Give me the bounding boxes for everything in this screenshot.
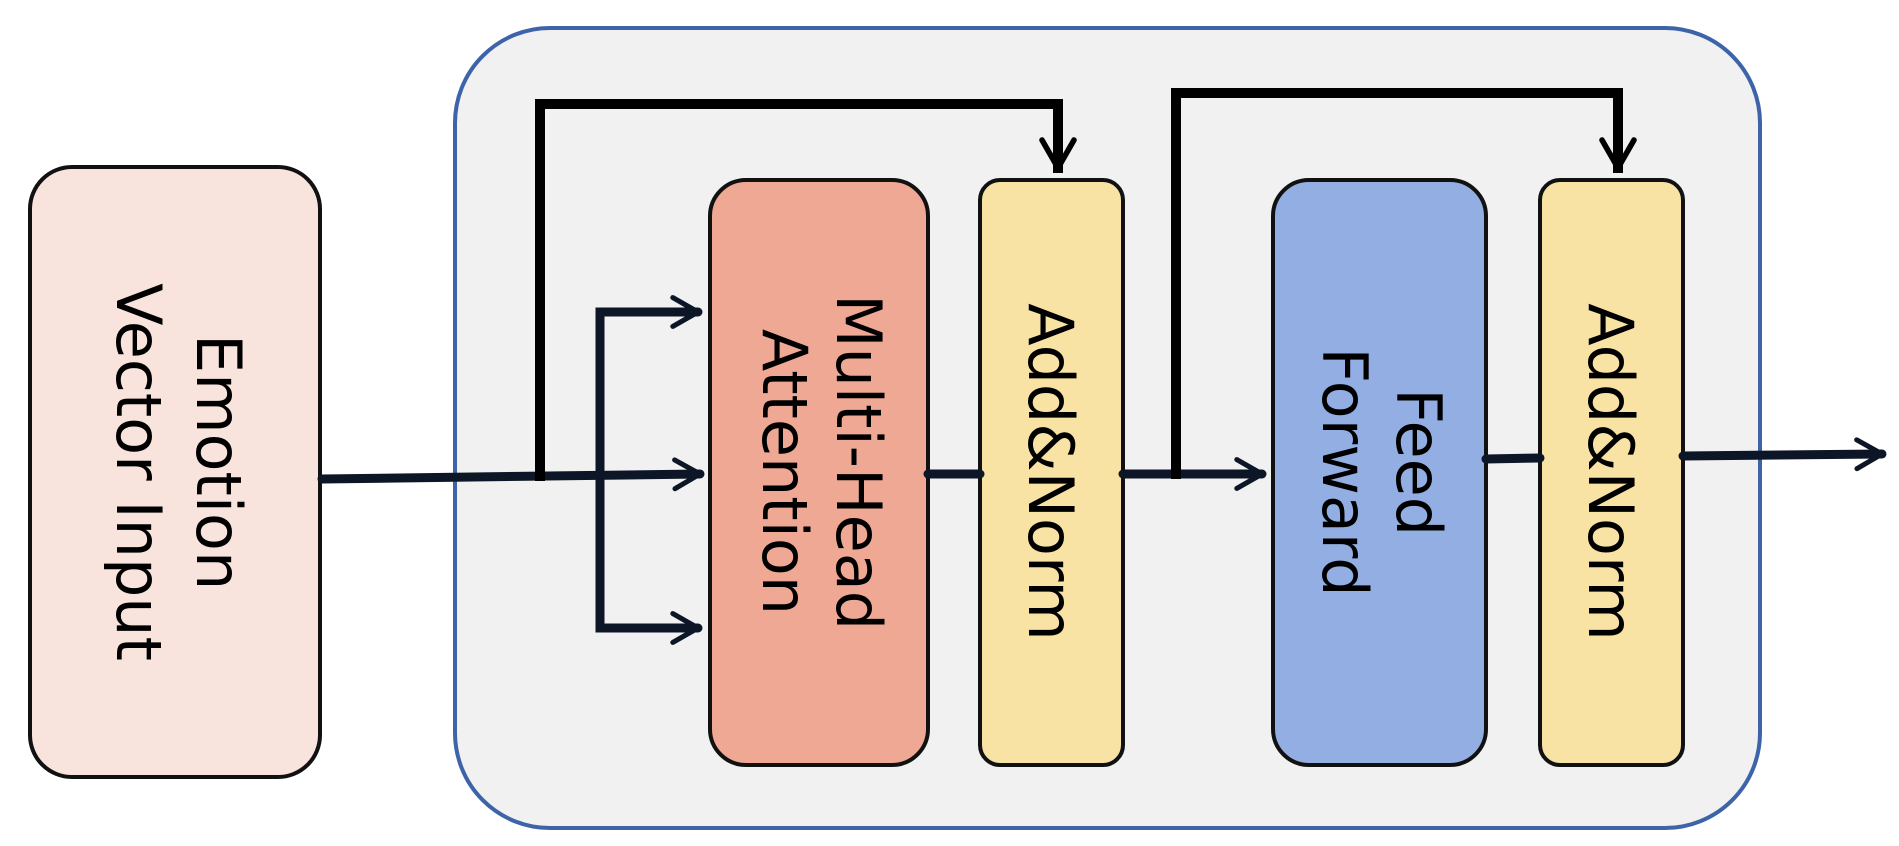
input-to-attention-arrow [317, 457, 705, 492]
output-arrow [1678, 437, 1887, 472]
input-label-line2: Vector Input [102, 283, 175, 661]
add-norm-block-2 [1538, 178, 1685, 767]
feed-forward-block [1271, 178, 1488, 767]
add-norm-label-1: Add&Norm [1014, 303, 1087, 641]
attention-query-branch-arrow [595, 295, 703, 479]
emotion-vector-input-label: Emotion Vector Input [102, 283, 255, 661]
feed-forward-to-add-norm-line [1481, 453, 1545, 464]
residual-connection-2 [1171, 88, 1637, 479]
feed-forward-label: Feed Forward [1308, 347, 1455, 596]
feed-forward-label-line2: Forward [1308, 347, 1381, 596]
feed-forward-label-line1: Feed [1382, 388, 1455, 536]
attention-value-branch-arrow [595, 469, 703, 645]
attention-label-line2: Attention [748, 329, 821, 615]
emotion-vector-input-block [28, 165, 322, 779]
residual-connection-1 [535, 99, 1077, 481]
attention-label-line1: Multi-Head [822, 294, 895, 630]
multi-head-attention-label: Multi-Head Attention [748, 294, 895, 650]
add-norm-label-2: Add&Norm [1574, 303, 1647, 641]
input-label-line1: Emotion [182, 334, 255, 590]
